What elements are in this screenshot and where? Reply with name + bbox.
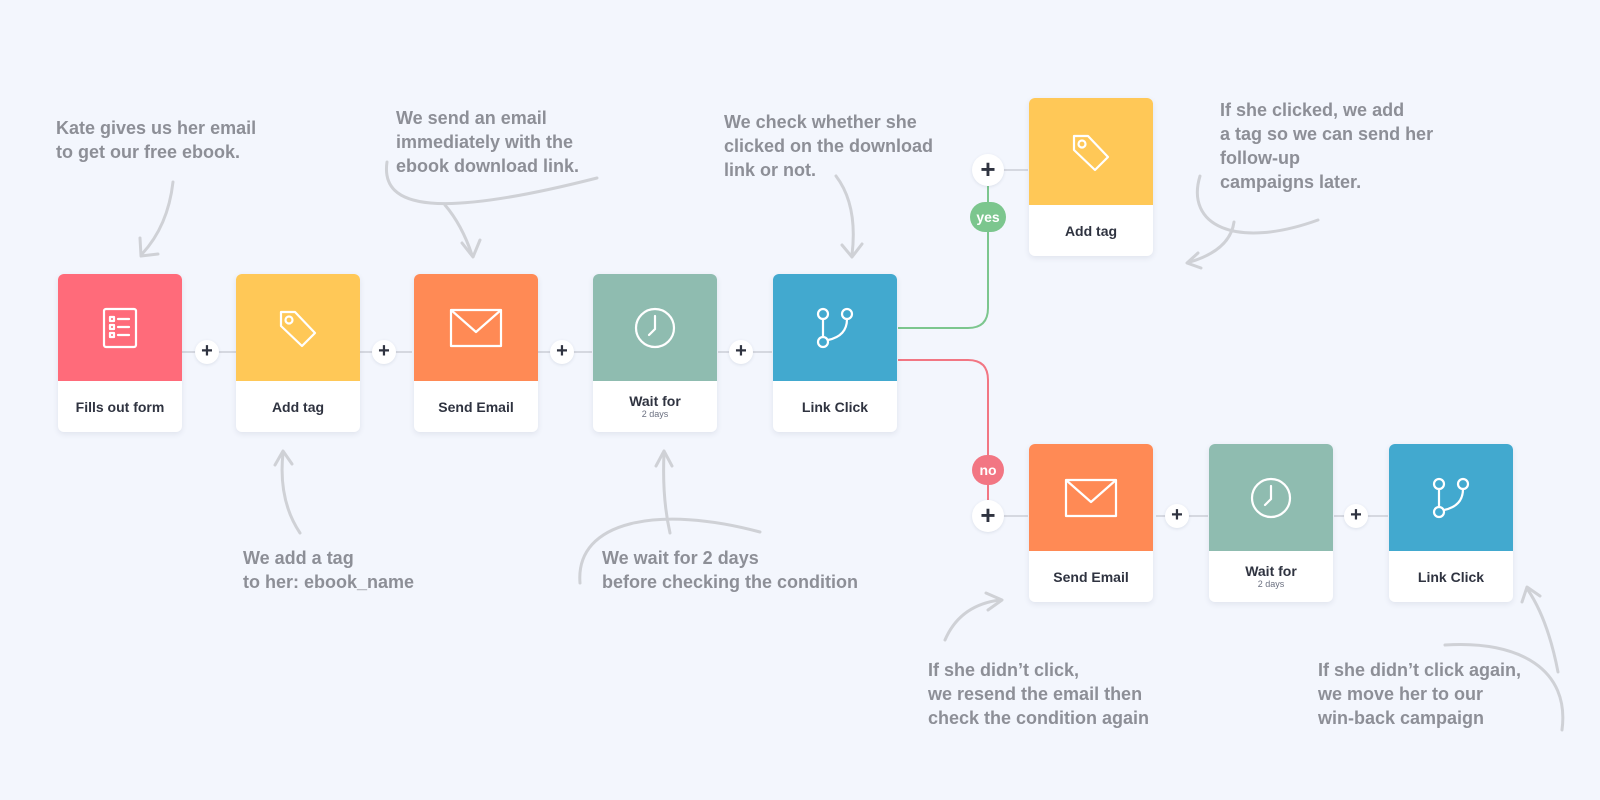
node-label: Add tag xyxy=(1064,222,1118,239)
add-step-button-no[interactable]: + xyxy=(972,500,1004,532)
envelope-icon xyxy=(1064,478,1118,518)
node-wait-for-no[interactable]: Wait for 2 days xyxy=(1209,444,1333,602)
no-badge: no xyxy=(972,455,1004,485)
node-label: Wait for xyxy=(1245,563,1297,579)
branch-icon xyxy=(1429,476,1473,520)
node-link-click[interactable]: Link Click xyxy=(773,274,897,432)
add-step-button[interactable]: + xyxy=(1165,504,1189,528)
note-not-clicked-again: If she didn’t click again, we move her t… xyxy=(1318,660,1522,728)
note-clicked: If she clicked, we add a tag so we can s… xyxy=(1220,100,1434,192)
node-label: Link Click xyxy=(1417,568,1485,585)
add-step-button-yes[interactable]: + xyxy=(972,154,1004,186)
note-tag: We add a tag to her: ebook_name xyxy=(243,548,415,592)
tag-icon xyxy=(276,306,320,350)
yes-badge: yes xyxy=(970,202,1006,232)
node-sublabel: 2 days xyxy=(641,409,669,419)
note-not-clicked: If she didn’t click, we resend the email… xyxy=(928,660,1150,728)
arrow-clicked-note xyxy=(1185,174,1320,270)
node-label: Send Email xyxy=(438,398,514,415)
node-label: Add tag xyxy=(271,398,325,415)
arrow-wait-note xyxy=(578,449,762,585)
no-branch-line xyxy=(898,359,989,500)
node-add-tag-yes[interactable]: Add tag xyxy=(1029,98,1153,256)
arrow-form-note xyxy=(138,180,175,258)
yes-branch-line xyxy=(898,186,989,329)
add-step-button[interactable]: + xyxy=(550,340,574,364)
node-label: Wait for xyxy=(629,393,681,409)
add-step-button[interactable]: + xyxy=(372,340,396,364)
tag-icon xyxy=(1069,130,1113,174)
node-send-email[interactable]: Send Email xyxy=(414,274,538,432)
node-label: Send Email xyxy=(1053,568,1129,585)
arrow-not-clicked-again-note xyxy=(1443,585,1565,732)
node-add-tag[interactable]: Add tag xyxy=(236,274,360,432)
branch-icon xyxy=(813,306,857,350)
clock-icon xyxy=(1249,476,1293,520)
form-list-icon xyxy=(100,306,140,350)
node-fills-out-form[interactable]: Fills out form xyxy=(58,274,182,432)
node-link-click-no[interactable]: Link Click xyxy=(1389,444,1513,602)
arrow-email-note xyxy=(384,160,599,259)
node-label: Fills out form xyxy=(75,398,165,415)
arrow-not-clicked-note xyxy=(943,591,1004,642)
note-email: We send an email immediately with the eb… xyxy=(396,108,580,176)
add-step-button[interactable]: + xyxy=(729,340,753,364)
note-form: Kate gives us her email to get our free … xyxy=(56,118,257,162)
node-sublabel: 2 days xyxy=(1257,579,1285,589)
node-send-email-no[interactable]: Send Email xyxy=(1029,444,1153,602)
clock-icon xyxy=(633,306,677,350)
add-step-button[interactable]: + xyxy=(195,340,219,364)
note-wait: We wait for 2 days before checking the c… xyxy=(602,548,859,592)
envelope-icon xyxy=(449,308,503,348)
arrow-check-note xyxy=(834,174,864,259)
note-check: We check whether she clicked on the down… xyxy=(724,112,934,180)
add-step-button[interactable]: + xyxy=(1344,504,1368,528)
arrow-tag-note xyxy=(273,449,302,535)
node-wait-for[interactable]: Wait for 2 days xyxy=(593,274,717,432)
node-label: Link Click xyxy=(801,398,869,415)
